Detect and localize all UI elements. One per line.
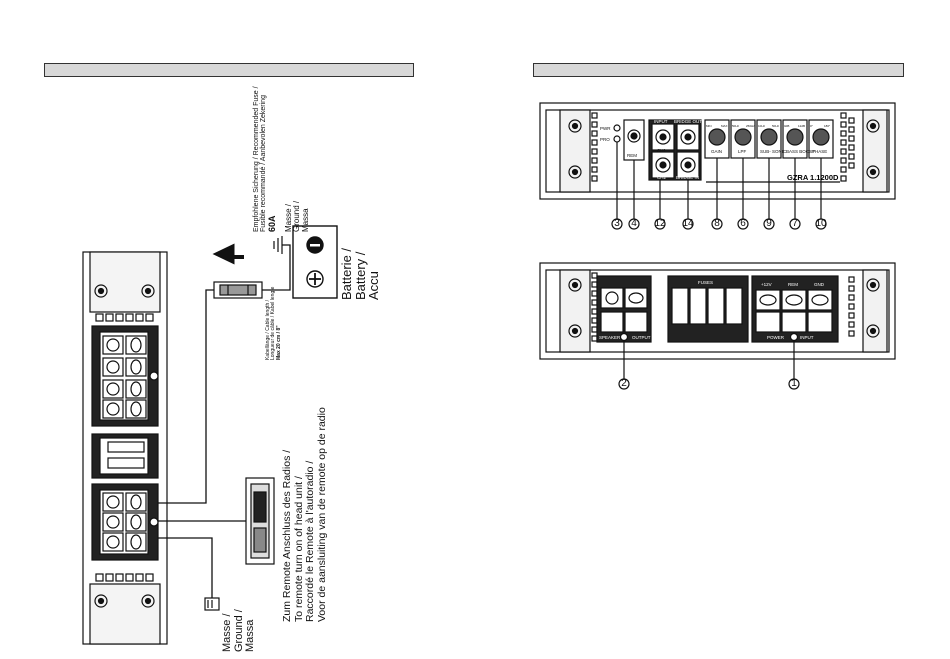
- callout-4: 4: [631, 218, 637, 229]
- lpf-min: 50Hz: [732, 124, 740, 128]
- led-pwr-label: PWR: [600, 126, 611, 131]
- phase-min: 0°: [810, 124, 814, 128]
- callout-3: 3: [614, 218, 620, 229]
- ch1-label: CH1: [657, 148, 666, 153]
- gain-min: MIN: [706, 124, 712, 128]
- callout-8: 8: [714, 218, 720, 229]
- subsonic-max: 50Hz: [772, 124, 780, 128]
- callout-6: 6: [740, 218, 746, 229]
- term-rem-label: REM: [788, 282, 798, 287]
- callout-7: 7: [792, 218, 798, 229]
- knob-bassboost-label: BASS BOOST: [786, 149, 815, 154]
- bridge-out-label: BRIDGE OUT: [674, 119, 702, 124]
- ground-symbol-top: [273, 236, 283, 254]
- gain-max: MAX: [721, 124, 728, 128]
- subsonic-min: 10Hz: [758, 124, 766, 128]
- bridge-in-label: BRIDGE IN: [676, 175, 699, 180]
- bassboost-max: 12dB: [798, 124, 805, 128]
- head-unit: [245, 477, 275, 565]
- inline-fuse-holder: [213, 281, 263, 299]
- knob-subsonic-label: SUB- SONIC: [760, 149, 787, 154]
- term-gnd-label: GND: [814, 282, 825, 287]
- knob-gain-label: GAIN: [711, 149, 722, 154]
- warning-icon: [212, 243, 244, 265]
- callout-1: 1: [791, 378, 797, 389]
- left-header-bar: [44, 63, 414, 77]
- callout-12: 12: [654, 218, 666, 229]
- term-12v-label: +12V: [761, 282, 772, 287]
- callout-9: 9: [766, 218, 772, 229]
- power-label: POWER: [767, 335, 785, 340]
- callout-14: 14: [682, 218, 694, 229]
- right-header-bar: [533, 63, 904, 77]
- lpf-max: 250Hz: [746, 124, 755, 128]
- power-input-label: INPUT: [800, 335, 814, 340]
- battery-icon: [292, 225, 338, 299]
- ch2-label: CH2: [657, 175, 666, 180]
- ground-symbol-bottom: [204, 597, 220, 611]
- knob-lpf-label: LPF: [738, 149, 747, 154]
- knob-phase-label: PHASE: [812, 149, 827, 154]
- led-pro-label: PRO: [600, 137, 610, 142]
- output-label: OUTPUT: [632, 335, 651, 340]
- callout-10: 10: [815, 218, 827, 229]
- fuses-label: FUSES: [698, 280, 713, 285]
- rem-label: REM: [627, 153, 637, 158]
- amplifier-side-view: [82, 251, 168, 645]
- wires: [158, 244, 291, 598]
- speaker-label: SPEAKER: [599, 335, 621, 340]
- input-label: INPUT: [654, 119, 668, 124]
- bassboost-min: 0dB: [784, 124, 789, 128]
- phase-max: 180°: [824, 124, 831, 128]
- model-number: GZRA 1.1200D: [787, 173, 839, 182]
- callout-2: 2: [621, 378, 627, 389]
